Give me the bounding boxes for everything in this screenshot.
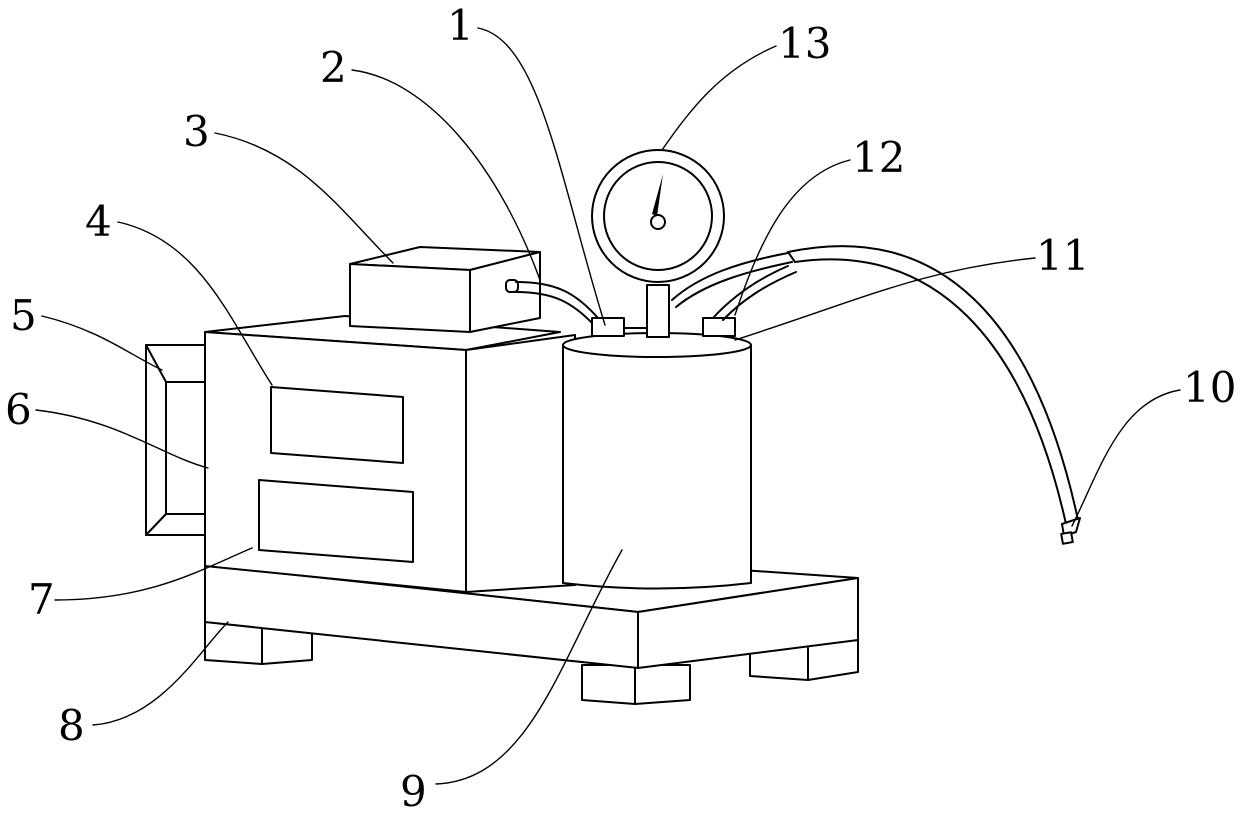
label-4: 4 [85, 197, 112, 246]
label-9: 9 [400, 767, 427, 814]
control-panel [259, 480, 413, 562]
label-5: 5 [10, 291, 37, 340]
label-12: 12 [852, 133, 905, 182]
tank-body [563, 345, 751, 589]
handle-frame [146, 345, 206, 535]
pressure-gauge [592, 150, 724, 282]
display-panel [271, 387, 403, 463]
leader-5 [42, 316, 162, 370]
label-13: 13 [778, 19, 831, 68]
main-housing [205, 316, 575, 592]
label-7: 7 [28, 575, 55, 624]
leader-3 [215, 133, 393, 263]
label-6: 6 [5, 385, 32, 434]
label-3: 3 [183, 107, 210, 156]
label-2: 2 [320, 43, 347, 92]
label-8: 8 [58, 701, 85, 750]
leader-12 [735, 160, 850, 315]
fitting-left [592, 318, 624, 336]
label-10: 10 [1183, 363, 1236, 412]
fitting-right [703, 318, 735, 336]
leader-13 [662, 46, 776, 150]
leader-10 [1072, 390, 1180, 526]
label-1: 1 [447, 1, 474, 50]
pump-block [350, 247, 598, 332]
label-11: 11 [1036, 231, 1089, 280]
housing-side [466, 335, 575, 592]
tank [563, 285, 751, 589]
gauge-stem [647, 285, 669, 337]
